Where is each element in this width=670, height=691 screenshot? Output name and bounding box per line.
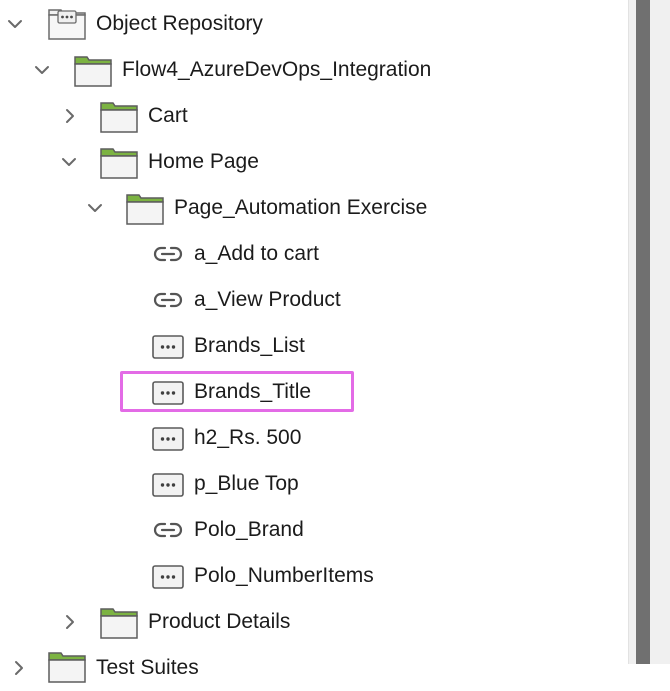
chevron-right-icon[interactable] <box>10 659 28 677</box>
tree-node-test-suites[interactable]: Test Suites <box>0 645 626 691</box>
tree-node-label: Object Repository <box>96 12 263 35</box>
object-repository-icon <box>48 8 86 45</box>
scrollbar-thumb[interactable] <box>636 0 650 664</box>
tree-node-label: Page_Automation Exercise <box>174 196 428 219</box>
tree-node-test-object[interactable]: a_View Product <box>0 277 626 323</box>
folder-icon <box>126 193 164 230</box>
vertical-scrollbar[interactable] <box>628 0 670 664</box>
tree-node-label: Brands_Title <box>194 380 312 403</box>
tree-node-label: Polo_Brand <box>194 518 304 541</box>
tree-node-object-repository[interactable]: Object Repository <box>0 1 626 47</box>
chevron-down-icon[interactable] <box>86 199 104 217</box>
link-icon <box>153 244 183 269</box>
tree-node-label: a_View Product <box>194 288 341 311</box>
folder-icon <box>100 607 138 644</box>
tree-node-label: Product Details <box>148 610 291 633</box>
tree-node-label: h2_Rs. 500 <box>194 426 302 449</box>
chevron-down-icon[interactable] <box>60 153 78 171</box>
tree-node-label: p_Blue Top <box>194 472 299 495</box>
tree-node-test-object[interactable]: Polo_Brand <box>0 507 626 553</box>
tree-node-label: Polo_NumberItems <box>194 564 374 587</box>
tree-node-label: Flow4_AzureDevOps_Integration <box>122 58 432 81</box>
test-suites-icon <box>48 651 86 688</box>
tree-node-label: Home Page <box>148 150 259 173</box>
test-object-icon <box>152 335 184 364</box>
tree-node-test-object[interactable]: h2_Rs. 500 <box>0 415 626 461</box>
chevron-down-icon[interactable] <box>33 61 51 79</box>
tree-node-label: Cart <box>148 104 188 127</box>
folder-icon <box>100 147 138 184</box>
test-object-icon <box>152 427 184 456</box>
selection-highlight <box>120 371 354 412</box>
chevron-down-icon[interactable] <box>6 15 24 33</box>
tree-node-test-object-selected[interactable]: Brands_Title <box>0 369 626 415</box>
tree-node-label: Brands_List <box>194 334 305 357</box>
tree-node-product-details[interactable]: Product Details <box>0 599 626 645</box>
tree-node-test-object[interactable]: a_Add to cart <box>0 231 626 277</box>
test-object-icon <box>152 381 184 410</box>
link-icon <box>153 290 183 315</box>
chevron-right-icon[interactable] <box>61 107 79 125</box>
link-icon <box>153 520 183 545</box>
tree-node-page-automation-exercise[interactable]: Page_Automation Exercise <box>0 185 626 231</box>
tree-node-test-object[interactable]: Polo_NumberItems <box>0 553 626 599</box>
object-repository-tree: Object Repository Flow4_AzureDevOps_Inte… <box>0 1 626 683</box>
tree-node-cart[interactable]: Cart <box>0 93 626 139</box>
test-object-icon <box>152 473 184 502</box>
chevron-right-icon[interactable] <box>61 613 79 631</box>
tree-node-label: a_Add to cart <box>194 242 319 265</box>
tree-node-home-page[interactable]: Home Page <box>0 139 626 185</box>
folder-icon <box>74 55 112 92</box>
tree-node-test-object[interactable]: Brands_List <box>0 323 626 369</box>
tree-node-test-object[interactable]: p_Blue Top <box>0 461 626 507</box>
tree-node-label: Test Suites <box>96 656 199 679</box>
tree-node-flow4-azuredevops-integration[interactable]: Flow4_AzureDevOps_Integration <box>0 47 626 93</box>
test-object-icon <box>152 565 184 594</box>
folder-icon <box>100 101 138 138</box>
